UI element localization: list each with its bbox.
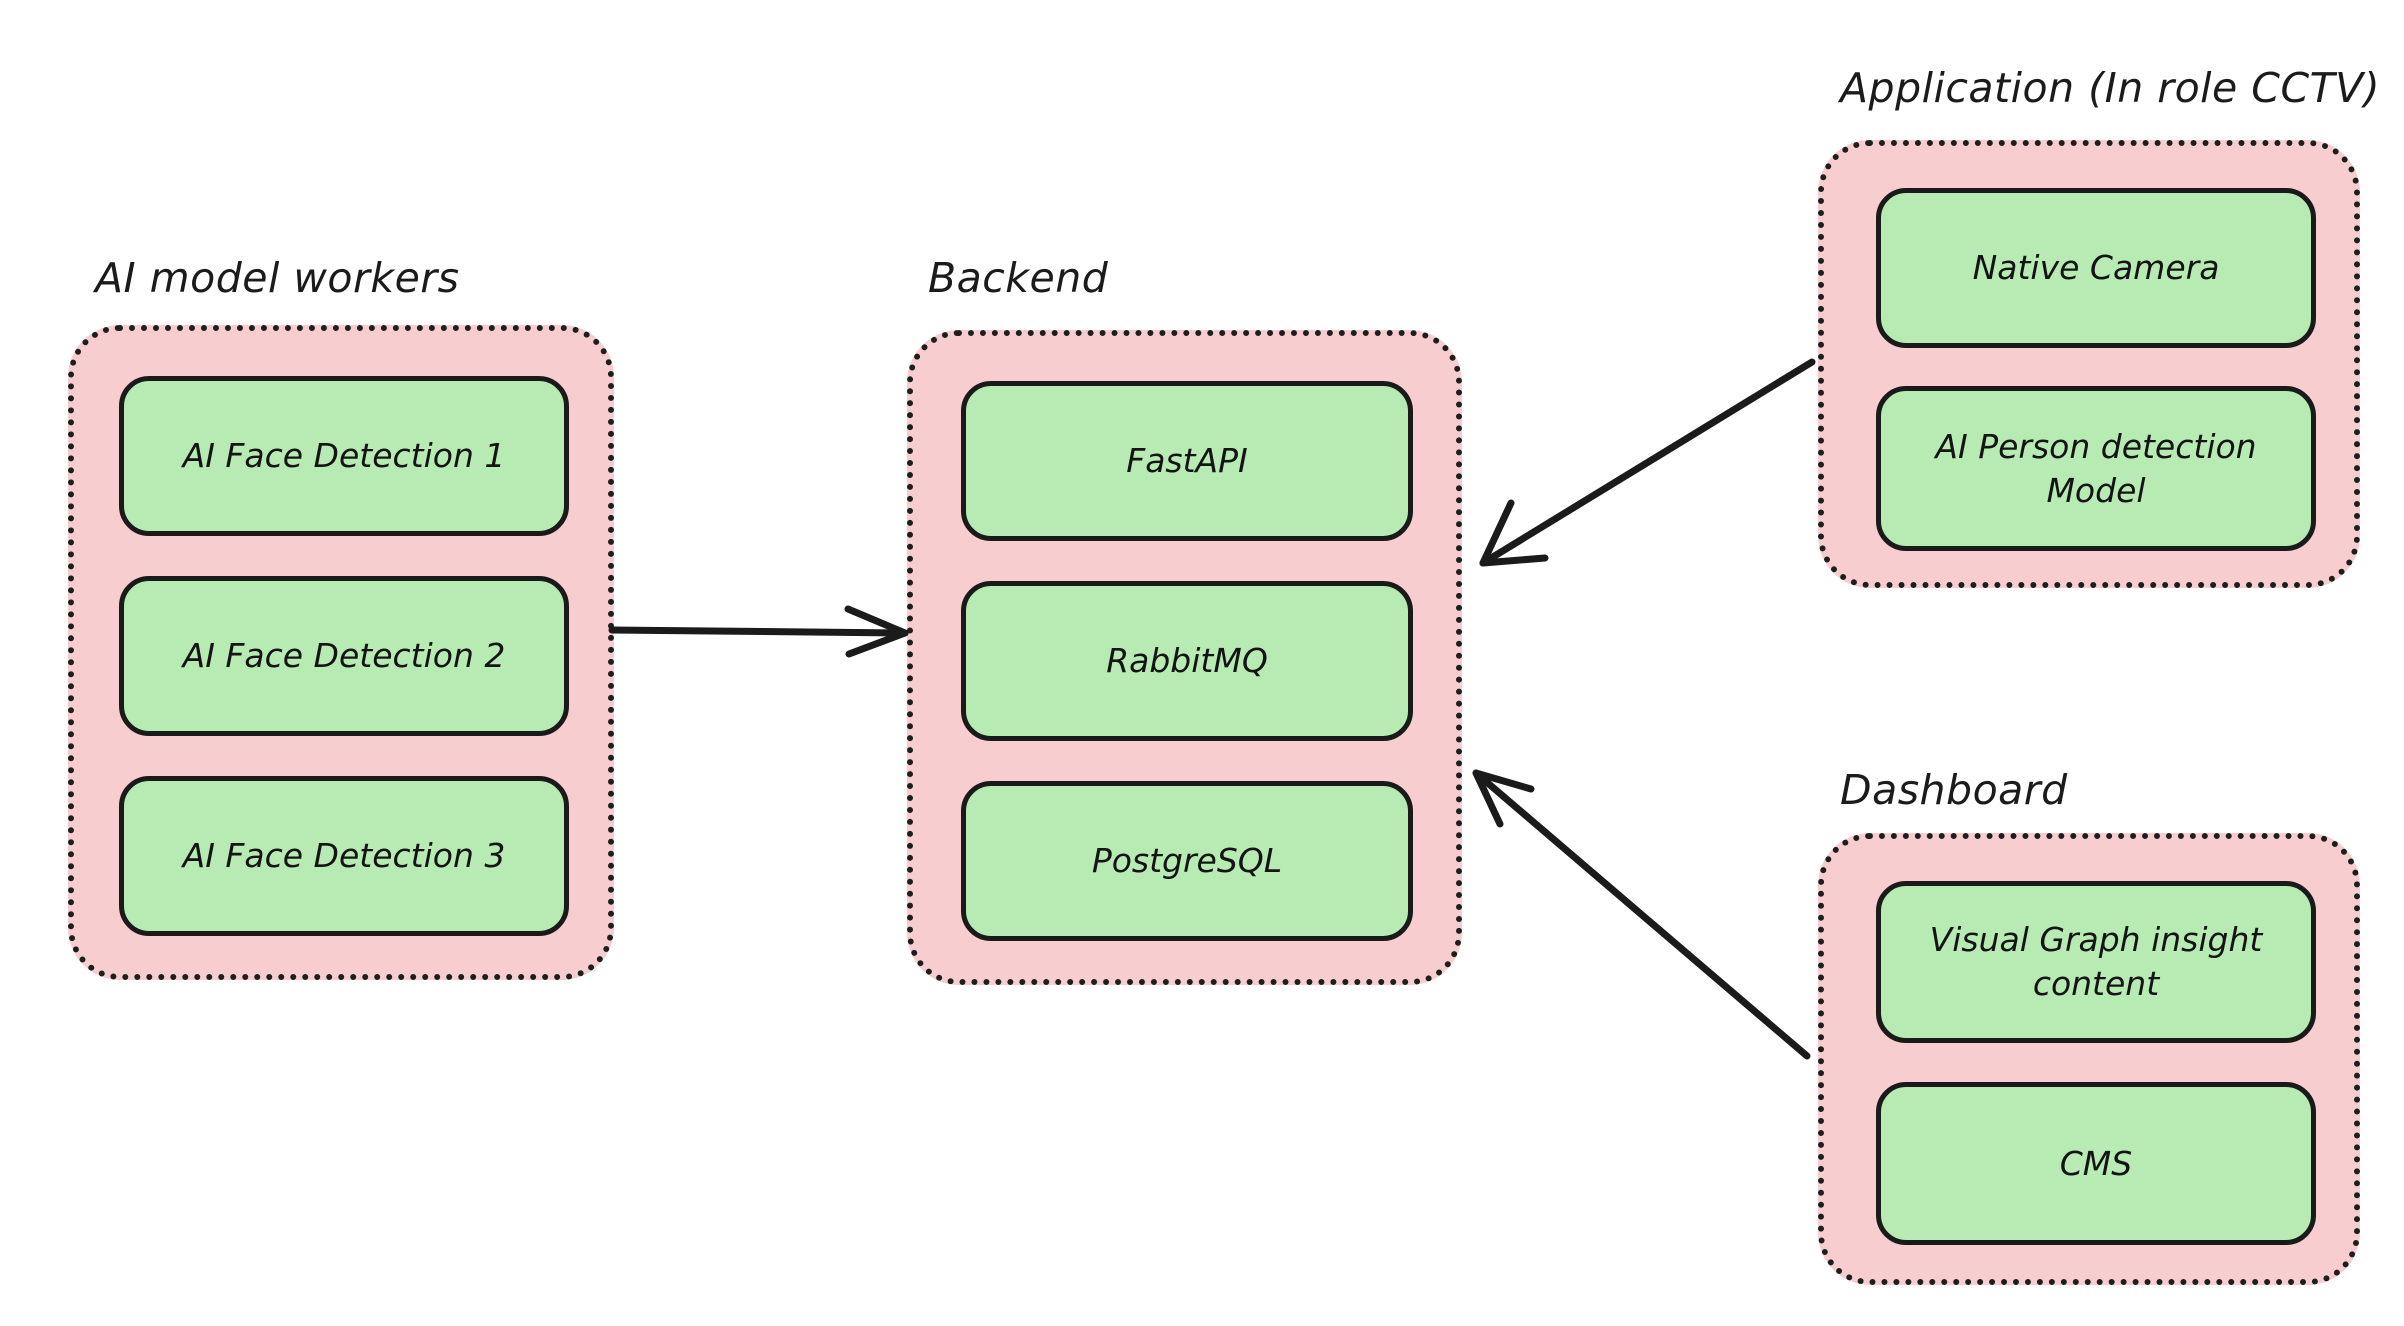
group-title-ai-model-workers: AI model workers (95, 254, 460, 302)
node-cms[interactable]: CMS (1876, 1082, 2316, 1245)
arrow-workers-to-backend (608, 605, 909, 658)
group-dashboard[interactable]: Visual Graph insight content CMS (1818, 833, 2360, 1285)
group-application[interactable]: Native Camera AI Person detection Model (1818, 140, 2360, 588)
node-ai-person-detection-model[interactable]: AI Person detection Model (1876, 386, 2316, 551)
node-ai-face-detection-2[interactable]: AI Face Detection 2 (119, 576, 569, 736)
node-visual-graph-insight-content[interactable]: Visual Graph insight content (1876, 881, 2316, 1043)
group-title-backend: Backend (928, 254, 1109, 302)
node-postgresql[interactable]: PostgreSQL (961, 781, 1413, 941)
group-ai-model-workers[interactable]: AI Face Detection 1 AI Face Detection 2 … (68, 325, 614, 980)
node-ai-face-detection-3[interactable]: AI Face Detection 3 (119, 776, 569, 936)
arrow-dashboard-to-backend (1472, 769, 1811, 1060)
group-backend[interactable]: FastAPI RabbitMQ PostgreSQL (907, 330, 1462, 985)
group-title-application: Application (In role CCTV) (1840, 64, 2381, 112)
node-fastapi[interactable]: FastAPI (961, 381, 1413, 541)
group-title-dashboard: Dashboard (1840, 766, 2068, 814)
node-rabbitmq[interactable]: RabbitMQ (961, 581, 1413, 741)
arrow-application-to-backend (1479, 358, 1816, 567)
node-ai-face-detection-1[interactable]: AI Face Detection 1 (119, 376, 569, 536)
node-native-camera[interactable]: Native Camera (1876, 188, 2316, 348)
